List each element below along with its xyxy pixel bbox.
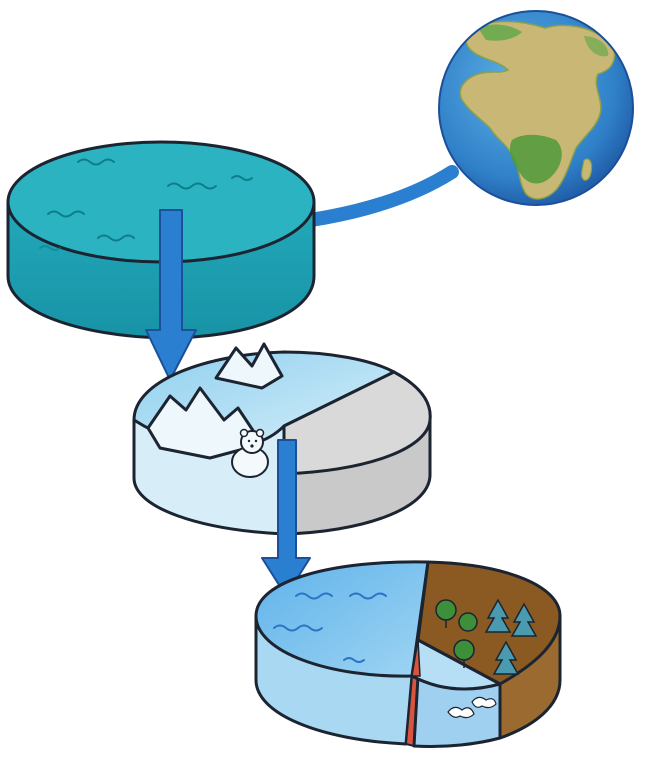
earth-globe-icon bbox=[439, 11, 633, 205]
freshwater-pie-disc-icon bbox=[256, 562, 560, 747]
